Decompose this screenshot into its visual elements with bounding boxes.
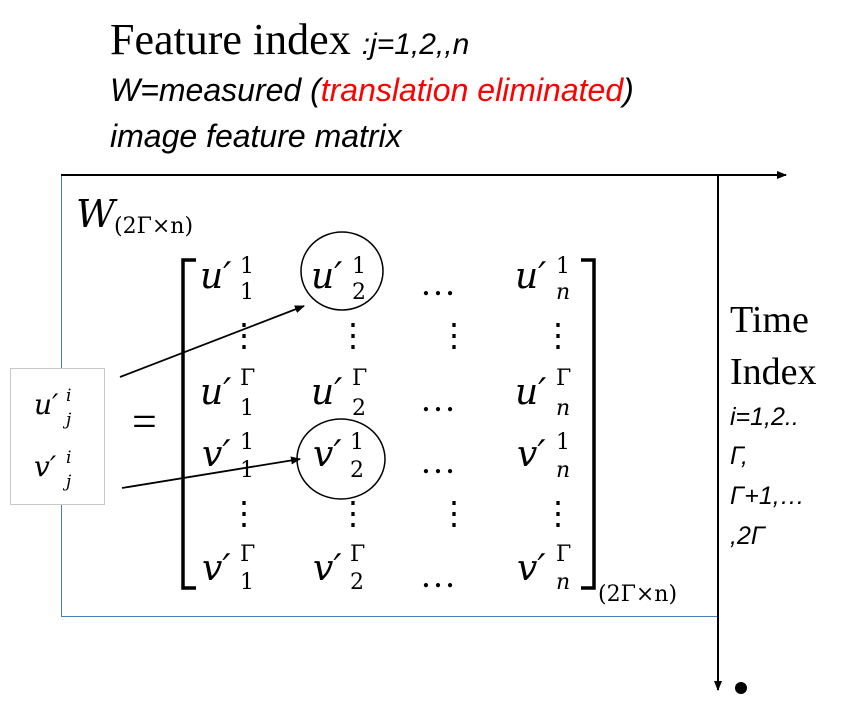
cell-uGn-sub: n (556, 396, 571, 421)
cell-uG2-sup: Γ (352, 366, 368, 391)
cell-vG2-sub: 2 (350, 570, 364, 595)
cell-uG2-base: u′ (311, 372, 343, 413)
vdots-r2-c1: ⋮ (228, 317, 260, 353)
header-title: Feature index :j=1,2,,n (110, 14, 469, 65)
vdots-r5-c2: ⋮ (337, 495, 369, 531)
axis-dot (735, 682, 747, 694)
cell-u12-sup: 1 (352, 254, 366, 279)
vector-top-sup: i (66, 386, 72, 406)
vector-bottom-base: v′ (34, 450, 57, 483)
cell-uGn-sup: Γ (556, 366, 572, 391)
cell-vG1-base: v′ (202, 548, 231, 589)
line2-suffix: ) (623, 72, 634, 108)
time-label-1: Time (730, 299, 809, 341)
cell-uG1-sup: Γ (240, 366, 256, 391)
matrix-left-bracket (181, 258, 196, 590)
cell-u1n-base: u′ (515, 256, 547, 297)
vector-top-sub: j (66, 410, 72, 430)
line2-red: translation eliminated (320, 72, 624, 108)
time-label-6: ,2Γ (730, 522, 766, 550)
cell-u1n-sup: 1 (556, 254, 570, 279)
cell-v11-sup: 1 (240, 430, 254, 455)
vector-bottom-sup: i (66, 448, 72, 468)
circle-u12 (300, 231, 384, 311)
cell-vG2-base: v′ (313, 548, 342, 589)
matrix-name: W (76, 192, 116, 236)
arrow-u-to-u12 (119, 305, 305, 378)
time-label-5: Γ+1,… (730, 482, 805, 510)
feature-vector-box (10, 368, 105, 505)
header-line2: W=measured (translation eliminated) (110, 72, 634, 109)
cell-v11-base: v′ (202, 434, 231, 475)
cell-v1n-base: v′ (517, 434, 546, 475)
header-title-range: :j=1,2,,n (361, 28, 470, 61)
matrix-dim-after: (2Γ×n) (598, 582, 678, 607)
cell-v12-base: v′ (313, 434, 342, 475)
vector-bottom-sub: j (66, 472, 72, 492)
time-label-3: i=1,2.. (730, 403, 799, 431)
vdots-r5-c1: ⋮ (228, 495, 260, 531)
cell-u12-base: u′ (311, 256, 343, 297)
time-label-2: Index (730, 351, 817, 393)
header-title-main: Feature index (110, 15, 362, 64)
cell-u11-sup: 1 (240, 254, 254, 279)
equals-sign: = (132, 397, 157, 446)
cell-uGn-base: u′ (515, 372, 547, 413)
cell-dots-r3: … (420, 379, 456, 419)
vdots-r2-c3: ⋮ (438, 317, 470, 353)
vdots-r2-c4: ⋮ (542, 317, 574, 353)
cell-u11-base: u′ (200, 256, 232, 297)
cell-uG1-sub: 1 (240, 396, 254, 421)
cell-vGn-sup: Γ (556, 542, 572, 567)
vdots-r2-c2: ⋮ (337, 317, 369, 353)
cell-v12-sup: 1 (350, 430, 364, 455)
line2-prefix: W=measured ( (110, 72, 321, 108)
cell-vG1-sup: Γ (240, 542, 256, 567)
arrow-v-to-v12 (121, 456, 301, 489)
cell-u12-sub: 2 (352, 280, 366, 305)
vdots-r5-c4: ⋮ (542, 495, 574, 531)
cell-uG2-sub: 2 (352, 396, 366, 421)
cell-dots-r4: … (420, 441, 456, 481)
matrix-right-bracket (581, 258, 596, 590)
cell-v12-sub: 2 (350, 458, 364, 483)
cell-vGn-base: v′ (517, 548, 546, 589)
cell-vG2-sup: Γ (350, 542, 366, 567)
cell-uG1-base: u′ (200, 372, 232, 413)
vdots-r5-c3: ⋮ (438, 495, 470, 531)
cell-u11-sub: 1 (240, 280, 254, 305)
matrix-dim: (2Γ×n) (114, 214, 194, 239)
header-line3: image feature matrix (110, 118, 402, 154)
cell-v1n-sub: n (556, 458, 571, 483)
time-label-4: Γ, (730, 442, 749, 470)
cell-vG1-sub: 1 (240, 570, 254, 595)
cell-vGn-sub: n (556, 570, 571, 595)
cell-dots-r6: … (420, 555, 456, 595)
cell-v1n-sup: 1 (556, 430, 570, 455)
vector-top-base: u′ (34, 388, 59, 421)
cell-dots-r1: … (420, 263, 456, 303)
cell-u1n-sub: n (556, 280, 571, 305)
cell-v11-sub: 1 (240, 458, 254, 483)
